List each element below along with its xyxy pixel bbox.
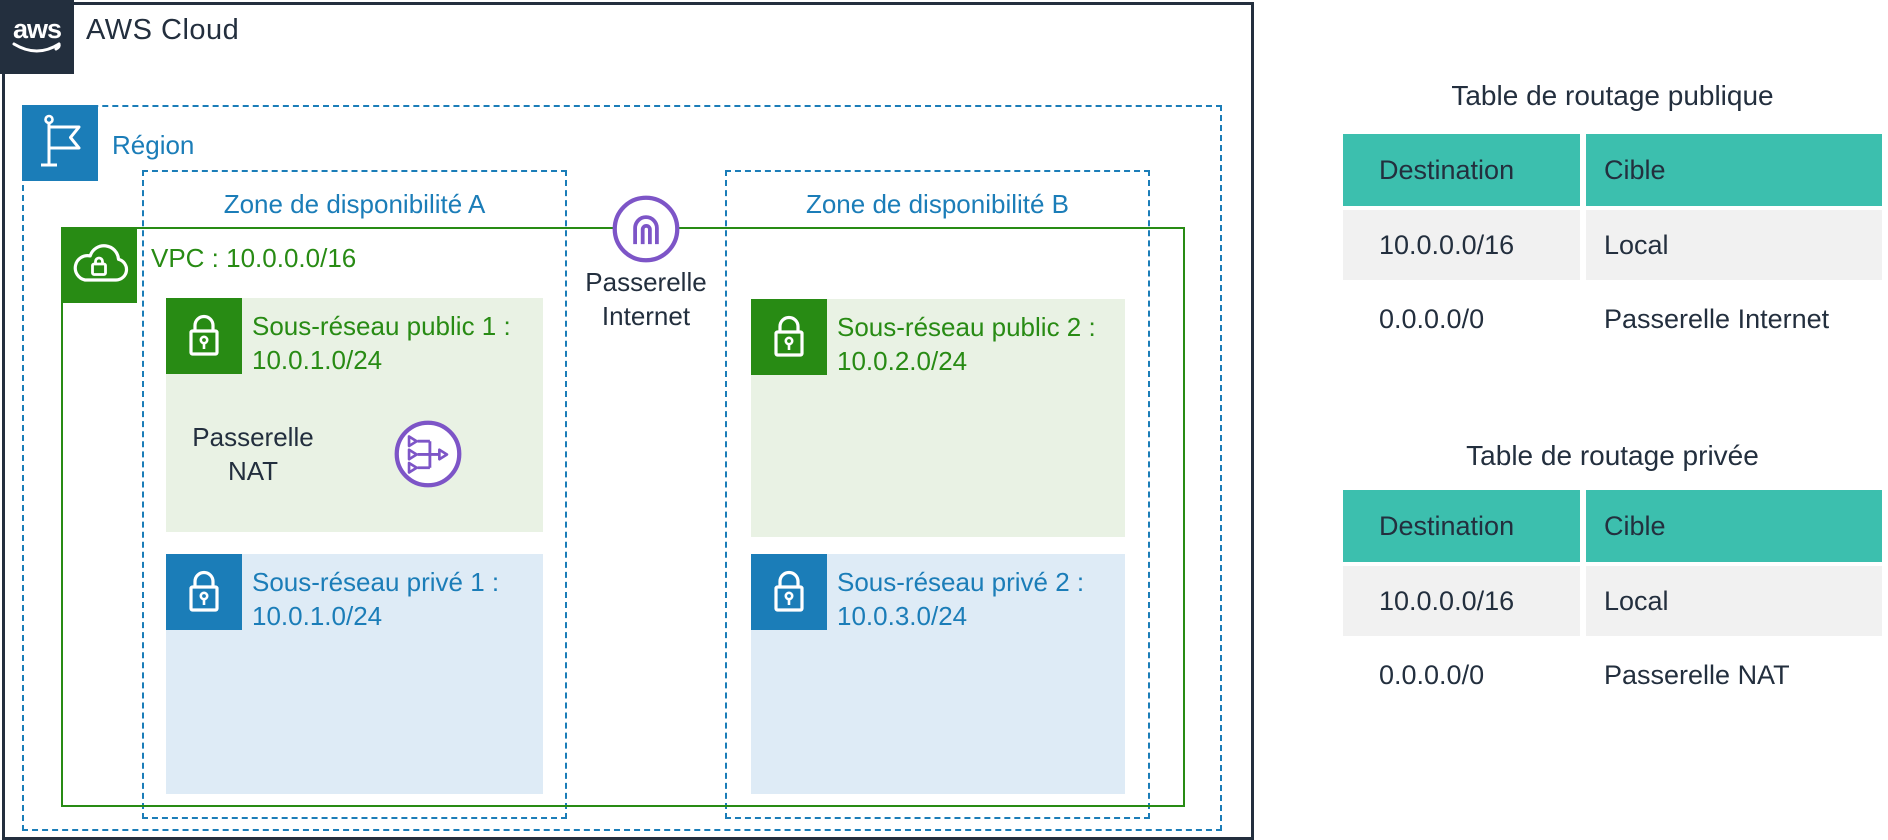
public-subnet-1-label: Sous-réseau public 1 : 10.0.1.0/24 — [252, 311, 511, 375]
aws-logo-icon: aws — [0, 0, 74, 74]
public-route-table-cell: 10.0.0.0/16 — [1343, 210, 1580, 280]
private-subnet-1-label: Sous-réseau privé 1 : 10.0.1.0/24 — [252, 567, 500, 631]
public-route-table-title: Table de routage publique — [1451, 80, 1774, 111]
public-subnet-lock-icon — [166, 298, 242, 374]
public-route-table-cell: Passerelle Internet — [1586, 284, 1882, 354]
private-route-table-title: Table de routage privée — [1466, 440, 1759, 471]
private-subnet-lock-icon — [166, 554, 242, 630]
nat-gateway-label: Passerelle NAT — [192, 422, 314, 486]
public-subnet-1: Sous-réseau public 1 : 10.0.1.0/24 Passe… — [166, 298, 543, 532]
vpc-label: VPC : 10.0.0.0/16 — [151, 243, 357, 273]
svg-text:aws: aws — [13, 14, 61, 44]
vpc-icon — [61, 227, 137, 303]
aws-cloud-group: Région Zone de disponibilité A Zone de d… — [2, 2, 1254, 840]
region-flag-icon — [22, 105, 98, 181]
availability-zone-a: Zone de disponibilité A — [142, 170, 567, 819]
private-route-table-cell: 0.0.0.0/0 — [1343, 640, 1580, 710]
public-subnet-lock-icon — [751, 299, 827, 375]
zone-a-label: Zone de disponibilité A — [223, 189, 486, 219]
public-subnet-2-label: Sous-réseau public 2 : 10.0.2.0/24 — [837, 312, 1096, 376]
private-route-table-cell: 10.0.0.0/16 — [1343, 566, 1580, 636]
public-route-table-header-target: Cible — [1586, 134, 1882, 206]
public-subnet-2: Sous-réseau public 2 : 10.0.2.0/24 — [751, 299, 1125, 537]
public-route-table-cell: Local — [1586, 210, 1882, 280]
region-group: Région Zone de disponibilité A Zone de d… — [22, 105, 1222, 831]
internet-gateway-icon — [610, 193, 682, 265]
internet-gateway-label: Passerelle Internet — [585, 267, 707, 331]
availability-zone-b: Zone de disponibilité B — [725, 170, 1150, 819]
private-route-table-cell: Local — [1586, 566, 1882, 636]
region-label: Région — [112, 130, 195, 160]
private-subnet-1: Sous-réseau privé 1 : 10.0.1.0/24 — [166, 554, 543, 794]
private-subnet-2-label: Sous-réseau privé 2 : 10.0.3.0/24 — [837, 567, 1085, 631]
private-subnet-2: Sous-réseau privé 2 : 10.0.3.0/24 — [751, 554, 1125, 794]
private-subnet-lock-icon — [751, 554, 827, 630]
private-route-table-header-target: Cible — [1586, 490, 1882, 562]
aws-cloud-label: AWS Cloud — [86, 14, 240, 46]
zone-b-label: Zone de disponibilité B — [805, 189, 1070, 219]
public-route-table-header-destination: Destination — [1343, 134, 1580, 206]
public-route-table-cell: 0.0.0.0/0 — [1343, 284, 1580, 354]
private-route-table-cell: Passerelle NAT — [1586, 640, 1882, 710]
private-route-table-header-destination: Destination — [1343, 490, 1580, 562]
nat-gateway-icon — [392, 418, 464, 490]
